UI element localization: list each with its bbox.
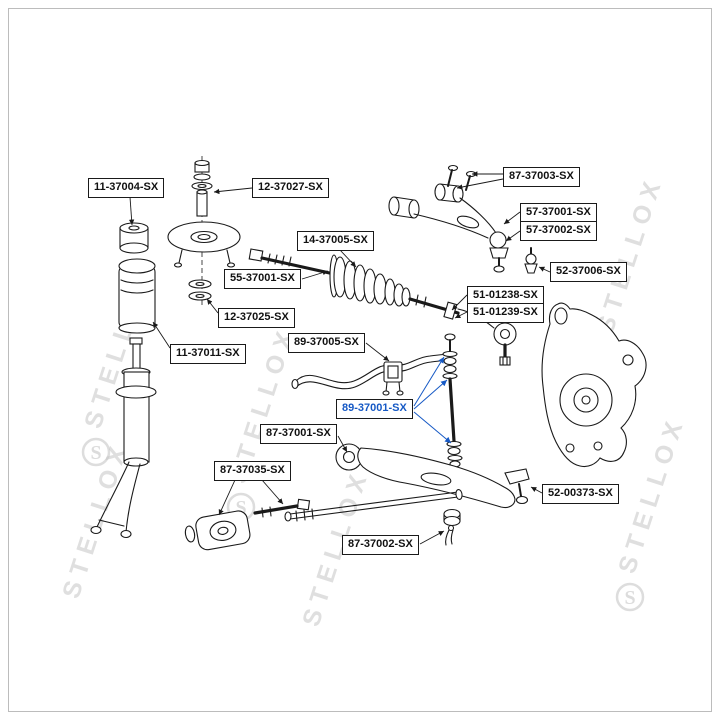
highlight-leader-lines: [413, 356, 452, 444]
svg-text:S: S: [235, 497, 246, 519]
part-label-51-01239-sx: 51-01239-SX: [467, 303, 544, 323]
part-label-87-37002-sx: 87-37002-SX: [342, 535, 419, 555]
steering-knuckle: [541, 302, 647, 468]
part-label-89-37001-sx-highlighted[interactable]: 89-37001-SX: [336, 399, 413, 419]
steering-boot: [329, 254, 411, 307]
stellox-logo: S: [81, 437, 111, 467]
leader-lines: [128, 171, 551, 545]
shock-absorber-strut: [90, 337, 157, 539]
part-label-57-37002-sx: 57-37002-SX: [520, 221, 597, 241]
svg-text:S: S: [624, 587, 635, 609]
part-label-55-37001-sx: 55-37001-SX: [224, 269, 301, 289]
stabilizer-link: [442, 333, 463, 468]
part-label-14-37005-sx: 14-37005-SX: [297, 231, 374, 251]
watermark-text: STELLOX: [591, 172, 668, 337]
inner-tie-rod: [248, 248, 336, 276]
svg-text:S: S: [90, 442, 101, 464]
part-label-87-37001-sx: 87-37001-SX: [260, 424, 337, 444]
part-label-52-37006-sx: 52-37006-SX: [550, 262, 627, 282]
castle-nut-cotter-pin: [443, 508, 461, 546]
radius-rod: [284, 488, 463, 522]
part-label-87-37003-sx: 87-37003-SX: [503, 167, 580, 187]
part-label-52-00373-sx: 52-00373-SX: [542, 484, 619, 504]
part-label-57-37001-sx: 57-37001-SX: [520, 203, 597, 223]
arm-bracket-assembly: [184, 498, 311, 551]
tie-rod-end: [408, 294, 517, 366]
part-label-11-37011-sx: 11-37011-SX: [170, 344, 246, 364]
part-label-11-37004-sx: 11-37004-SX: [88, 178, 165, 198]
upper-ball-stud: [524, 247, 538, 274]
part-label-12-37025-sx: 12-37025-SX: [218, 308, 295, 328]
bump-stop: [118, 258, 156, 334]
part-label-12-37027-sx: 12-37027-SX: [252, 178, 329, 198]
stellox-logo: S: [615, 582, 645, 612]
stabilizer-bushing-bracket: [382, 361, 404, 396]
strut-top-bushing: [119, 222, 149, 254]
strut-mount-assembly: [167, 156, 241, 308]
lower-ball-joint: [504, 468, 530, 505]
part-label-89-37005-sx: 89-37005-SX: [288, 333, 365, 353]
part-label-87-37035-sx: 87-37035-SX: [214, 461, 291, 481]
